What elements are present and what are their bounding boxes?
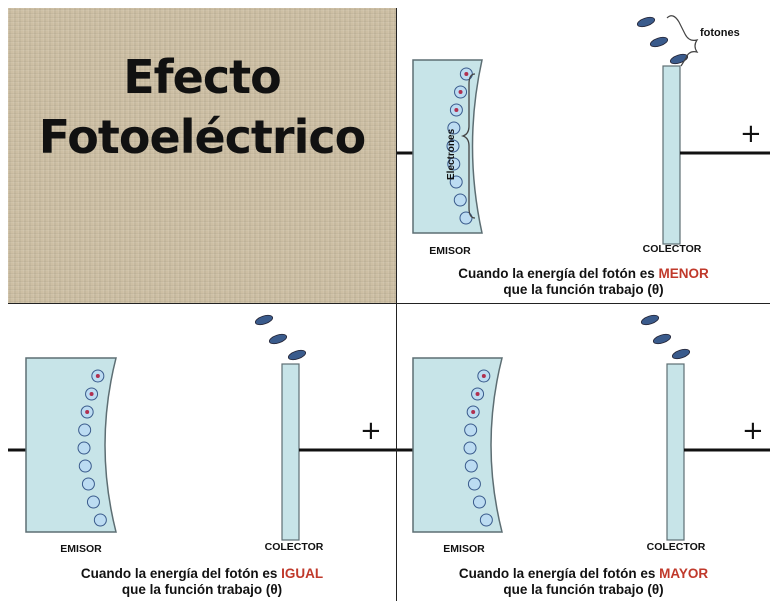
- charge-dot: [454, 108, 459, 112]
- paper-texture: [8, 8, 396, 303]
- photon-1: [640, 314, 660, 326]
- photon-3: [671, 348, 691, 360]
- electron: [464, 459, 478, 473]
- photon-1: [254, 314, 274, 326]
- colector-label: COLECTOR: [647, 541, 706, 553]
- caption: Cuando la energía del fotón es MENOR que…: [397, 266, 770, 298]
- caption-highlight: MAYOR: [659, 566, 709, 581]
- electron: [464, 423, 478, 437]
- electron: [447, 157, 461, 171]
- caption-prefix: Cuando la energía del fotón es: [458, 566, 660, 581]
- panel-menor: Electrones + fotones EMISOR COLECTOR Cua…: [397, 8, 770, 303]
- diagram-menor: Electrones + fotones EMISOR COLECTOR: [397, 15, 770, 257]
- photon-group: [254, 314, 307, 361]
- photon-2: [649, 36, 669, 48]
- photon-2: [652, 333, 672, 345]
- electron: [463, 441, 477, 455]
- fotones-label: fotones: [700, 27, 740, 39]
- caption-prefix: Cuando la energía del fotón es: [80, 566, 282, 581]
- electron: [467, 477, 481, 491]
- photons-brace: [666, 15, 699, 67]
- electron: [77, 441, 91, 455]
- charge-dot: [464, 72, 469, 76]
- diagram-igual: + EMISOR COLECTOR: [8, 314, 396, 555]
- colector-label: COLECTOR: [643, 243, 702, 255]
- panel-igual: + EMISOR COLECTOR Cuando la energía del …: [8, 304, 396, 601]
- emisor-label: EMISOR: [429, 245, 471, 257]
- caption-line-1: Cuando la energía del fotón es MENOR: [397, 266, 770, 282]
- caption-line-1: Cuando la energía del fotón es IGUAL: [8, 566, 396, 582]
- caption-highlight: MENOR: [658, 266, 709, 281]
- emisor-label: EMISOR: [443, 543, 485, 555]
- plus-sign: +: [740, 119, 762, 149]
- electron: [472, 495, 486, 509]
- title-line-2: Fotoeléctrico: [38, 110, 367, 164]
- title-panel: Efecto Fotoeléctrico: [8, 8, 396, 303]
- charge-dot: [481, 374, 486, 378]
- electron: [78, 459, 92, 473]
- electron: [459, 211, 473, 225]
- caption-highlight: IGUAL: [281, 566, 324, 581]
- electron: [86, 495, 100, 509]
- electrones-label: Electrones: [446, 128, 457, 180]
- electron: [93, 513, 107, 527]
- photon-group: [640, 314, 691, 360]
- plus-sign: +: [360, 416, 382, 446]
- charge-dot: [475, 392, 480, 396]
- electron-group: [77, 369, 107, 527]
- electron: [446, 139, 460, 153]
- emisor-plate: [412, 357, 503, 533]
- panel-mayor: + EMISOR COLECTOR Cuando la energía del …: [397, 304, 770, 601]
- caption-prefix: Cuando la energía del fotón es: [458, 266, 659, 281]
- caption-line-2: que la función trabajo (θ): [503, 582, 664, 597]
- charge-dot: [471, 410, 476, 414]
- colector-plate: [666, 363, 685, 541]
- photon-group: [636, 16, 689, 65]
- emisor-plate: [25, 357, 117, 533]
- caption-line-2: que la función trabajo (θ): [503, 282, 664, 297]
- electron: [453, 193, 467, 207]
- divider-vertical: [396, 8, 397, 601]
- plus-sign: +: [742, 416, 764, 446]
- title-line-1: Efecto: [123, 50, 282, 104]
- electron: [447, 121, 461, 135]
- colector-plate: [281, 363, 300, 541]
- caption: Cuando la energía del fotón es IGUAL que…: [8, 566, 396, 598]
- caption-line-2: que la función trabajo (θ): [121, 582, 283, 597]
- electron: [81, 477, 95, 491]
- photon-1: [636, 16, 656, 28]
- electron: [78, 423, 92, 437]
- charge-dot: [458, 90, 463, 94]
- charge-dot: [89, 392, 94, 396]
- electron: [479, 513, 493, 527]
- divider-horizontal: [8, 303, 770, 304]
- charge-dot: [95, 374, 100, 378]
- photon-2: [268, 333, 288, 345]
- caption: Cuando la energía del fotón es MAYOR que…: [397, 566, 770, 598]
- colector-plate: [662, 65, 681, 245]
- emisor-label: EMISOR: [60, 543, 102, 555]
- caption-line-1: Cuando la energía del fotón es MAYOR: [397, 566, 770, 582]
- electron-group: [446, 67, 473, 225]
- charge-dot: [85, 410, 90, 414]
- electron-group: [463, 369, 493, 527]
- electron: [449, 175, 463, 189]
- electrons-brace: [460, 73, 476, 219]
- photon-3: [287, 349, 307, 361]
- colector-label: COLECTOR: [265, 541, 324, 553]
- diagram-mayor: + EMISOR COLECTOR: [397, 314, 770, 555]
